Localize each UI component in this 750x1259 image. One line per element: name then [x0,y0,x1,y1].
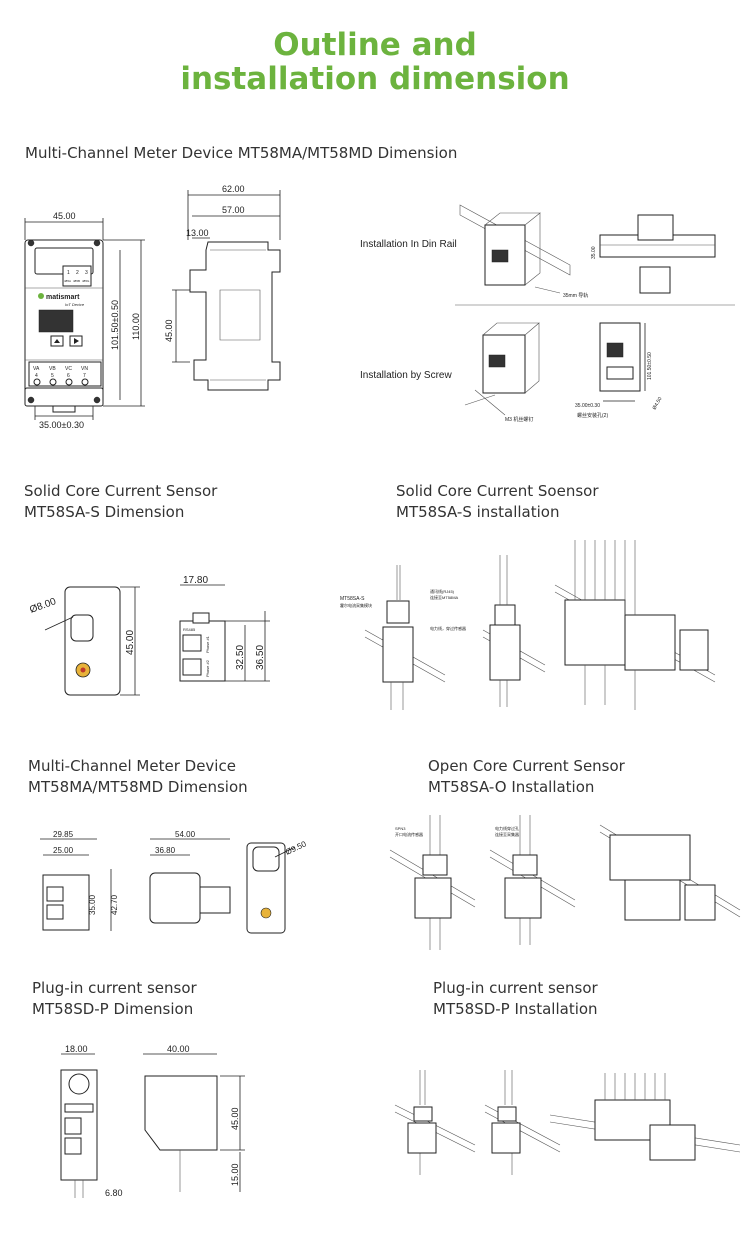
meter-brand-sub: IoT Device [65,302,85,307]
dim-meter-height: 110.00 [131,313,141,340]
note-screw: M3 机丝螺钉 [505,416,533,423]
dim-open-w54: 54.00 [175,830,196,839]
dim-meter-height-inner: 101.50±0.50 [110,300,120,350]
solid-sensor-dimension: Ø8.00 45.00 17.80 Phase #1 Phase #2 RS48… [28,575,270,696]
dim-plug-w6: 6.80 [105,1188,123,1198]
solid-port2: Phase #2 [205,659,210,677]
section-heading-solid-a: Solid Core Current Sensor [24,482,218,500]
solid-callout3: 电力线，穿过传感器 [430,625,466,631]
section-heading-solid-inst-a: Solid Core Current Soensor [396,482,599,500]
dim-open-w25: 25.00 [53,846,74,855]
solid-callout1: MT58SA-S [340,596,365,602]
dim-plug-w18: 18.00 [65,1044,88,1054]
dim-open-dia: Ø9.50 [284,839,308,857]
section-heading-open-inst-a: Open Core Current Sensor [428,757,625,775]
term-top-2-sub: 485B [73,279,80,283]
label-din-rail: Installation In Din Rail [360,239,457,250]
term-top-3: 3 [85,270,88,276]
note-rail: 35mm 导轨 [563,292,588,299]
dim-meter-hole: 35.00±0.30 [39,420,84,430]
term-vn: VN [81,366,88,372]
dim-open-h42: 42.70 [110,894,119,915]
dim-solid-h32: 32.50 [235,645,246,670]
meter-side-view: 62.00 57.00 13.00 45.00 [164,184,281,391]
dim-open-h35: 35.00 [88,894,97,915]
dim-side-step: 13.00 [186,228,209,238]
dim-plug-h45: 45.00 [230,1107,240,1130]
term-top-2: 2 [76,270,79,276]
solid-callout2: 通讯线(RJ45) [430,588,455,594]
term-top-3-sub: 485G [82,279,90,283]
section-heading-solid-b: MT58SA-S Dimension [24,503,185,521]
term-vb: VB [49,366,56,372]
section-heading-open-b: MT58MA/MT58MD Dimension [28,778,248,796]
term-top-1: 1 [67,270,70,276]
meter-installation: Installation In Din Rail Installation by… [360,204,735,423]
section-heading-plug-a: Plug-in current sensor [32,979,197,997]
term-va-n: 4 [35,373,38,379]
dim-screw-hole: 35.00±0.30 [575,403,600,409]
page-title-line1: Outline and [273,27,477,63]
page-title-line2: installation dimension [180,61,570,97]
open-sensor-dimension: 29.85 25.00 35.00 42.70 54.00 36.80 Ø9.5… [40,830,308,934]
open-callout2b: 连接至采集器 [495,831,519,837]
solid-callout1b: 霍尔电流采集模块 [340,602,372,608]
plug-sensor-dimension: 18.00 6.80 40.00 45.00 15.00 [60,1044,245,1198]
section-heading-open-a: Multi-Channel Meter Device [28,757,236,775]
term-vc-n: 6 [67,373,70,379]
dim-plug-w40: 40.00 [167,1044,190,1054]
note-hole: 螺丝安装孔(2) [577,412,608,419]
term-va: VA [33,366,40,372]
term-vn-n: 7 [83,373,86,379]
open-callout1: SPN3 [395,826,406,831]
plug-sensor-installation [394,1070,741,1175]
open-callout1b: 开口电流传感器 [395,831,423,837]
open-sensor-installation: SPN3 开口电流传感器 电力线穿过孔 连接至采集器 [389,815,741,950]
dim-meter-width: 45.00 [53,211,76,221]
open-callout2: 电力线穿过孔 [495,825,519,831]
dim-side-rail: 45.00 [164,319,174,342]
term-top-1-sub: 485A [64,279,71,283]
meter-front-view: 45.00 1 2 3 485A 485B 485G matismart IoT… [24,211,145,430]
dim-plug-h15: 15.00 [230,1163,240,1186]
dim-open-w36: 36.80 [155,846,176,855]
dim-solid-height: 45.00 [125,630,136,655]
term-vb-n: 5 [51,373,54,379]
dim-screw-height: 101.50±0.50 [647,352,653,380]
section-heading-meter: Multi-Channel Meter Device MT58MA/MT58MD… [25,144,458,162]
solid-callout2b: 连接至MT58MA [430,594,459,600]
section-heading-open-inst-b: MT58SA-O Installation [428,778,595,796]
dim-rail: 35.00 [591,246,597,259]
dim-screw-dia: Ø4.50 [652,396,664,411]
dim-solid-dia: Ø8.00 [28,596,58,616]
section-heading-plug-inst-b: MT58SD-P Installation [433,1000,598,1018]
solid-rs: RS485 [183,627,196,632]
term-vc: VC [65,366,72,372]
section-heading-plug-inst-a: Plug-in current sensor [433,979,598,997]
dim-solid-width: 17.80 [183,575,208,586]
dim-side-depth-inner: 57.00 [222,205,245,215]
solid-sensor-installation: MT58SA-S 霍尔电流采集模块 通讯线(RJ45) 连接至MT58MA 电力… [340,540,716,710]
solid-port1: Phase #1 [205,635,210,653]
section-heading-solid-inst-b: MT58SA-S installation [396,503,560,521]
dim-open-w29: 29.85 [53,830,74,839]
label-screw: Installation by Screw [360,370,452,381]
dim-solid-h36: 36.50 [255,645,266,670]
dim-side-depth: 62.00 [222,184,245,194]
section-heading-plug-b: MT58SD-P Dimension [32,1000,194,1018]
meter-brand: matismart [46,294,80,301]
